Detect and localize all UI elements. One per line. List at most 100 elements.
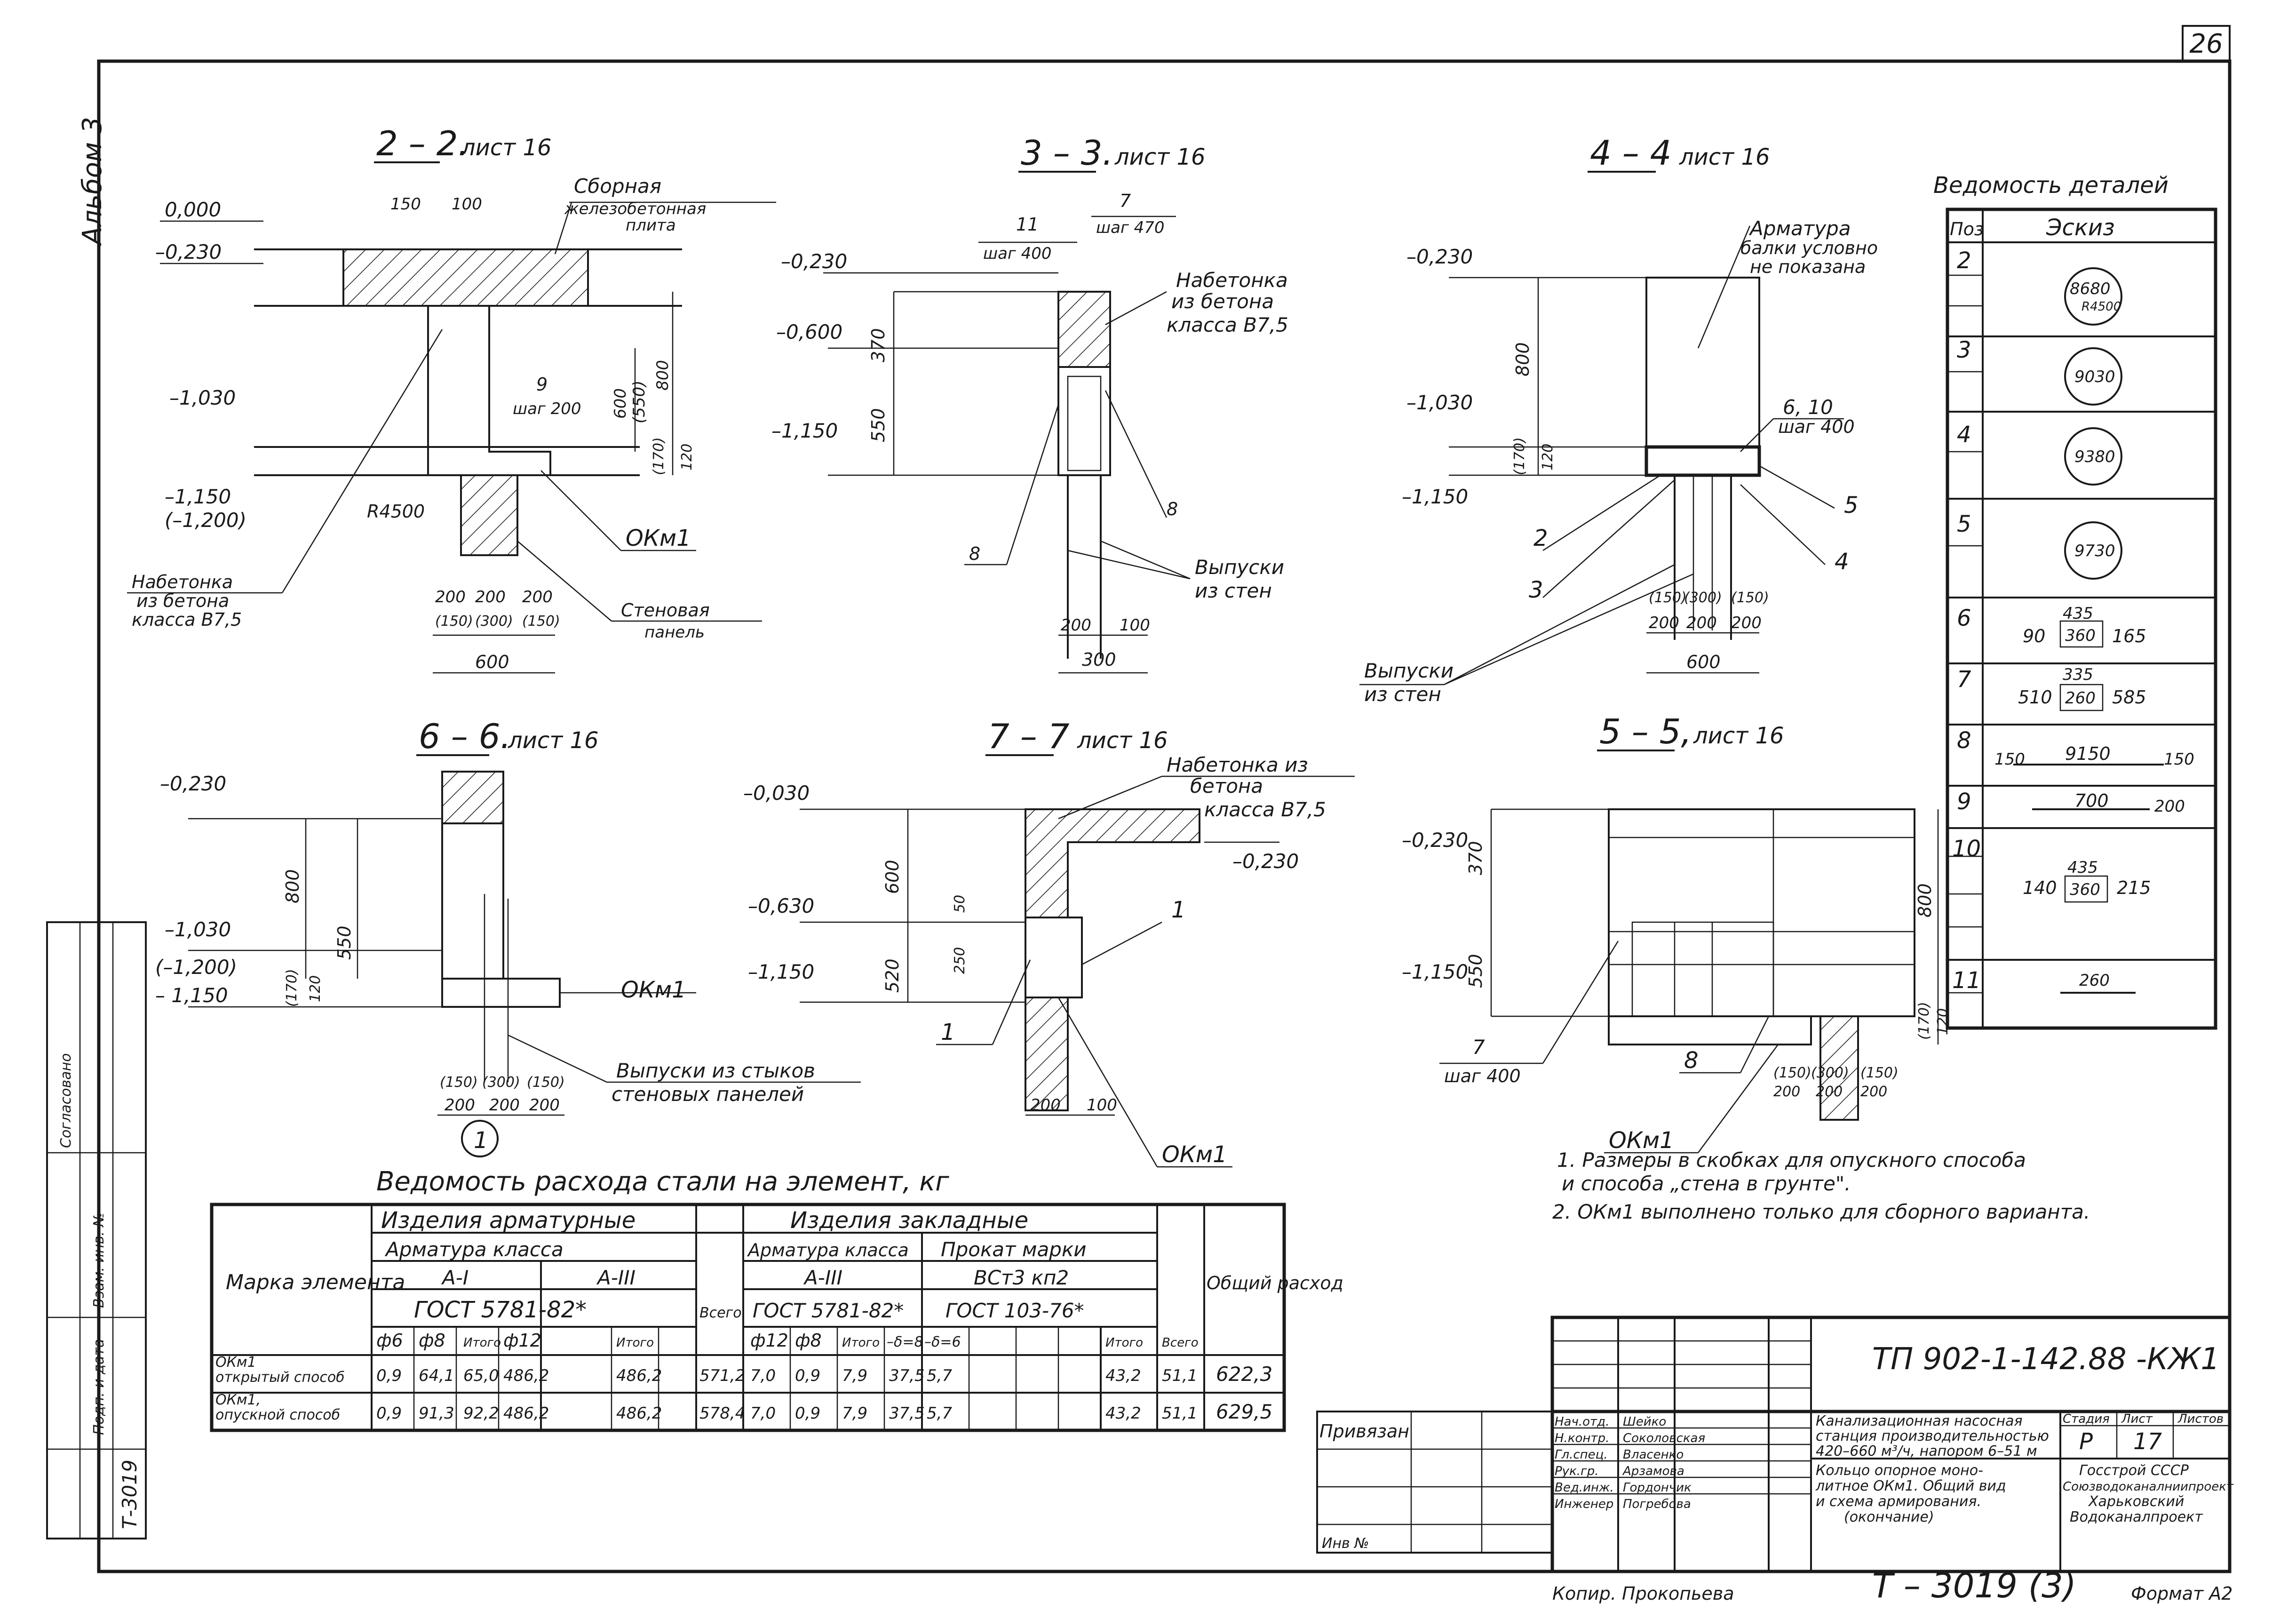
svg-text:9150: 9150 — [2065, 743, 2111, 764]
svg-text:(300): (300) — [475, 613, 513, 630]
svg-text:200: 200 — [445, 1096, 475, 1115]
svg-text:(300): (300) — [482, 1074, 520, 1091]
svg-text:(150): (150) — [1860, 1065, 1899, 1081]
svg-text:8: 8 — [1957, 727, 1971, 754]
svg-text:–1,150: –1,150 — [748, 960, 814, 983]
svg-text:–1,030: –1,030 — [169, 386, 236, 409]
svg-text:литное ОКм1. Общий вид: литное ОКм1. Общий вид — [1815, 1478, 2006, 1494]
svg-text:(окончание): (окончание) — [1844, 1509, 1934, 1525]
steel-cell: 622,3 — [1216, 1363, 1272, 1386]
wall-panel — [460, 474, 518, 556]
steel-cell: 7,0 — [750, 1366, 776, 1385]
svg-text:Привязан: Привязан — [1319, 1421, 1409, 1442]
svg-text:250: 250 — [952, 947, 968, 974]
steel-cell: 64,1 — [419, 1366, 454, 1385]
svg-text:550: 550 — [1465, 954, 1486, 988]
svg-text:7: 7 — [1120, 191, 1131, 211]
steel-cell: 486,2 — [616, 1404, 662, 1423]
svg-text:Погребова: Погребова — [1623, 1497, 1691, 1511]
steel-cell: 0,9 — [795, 1404, 820, 1423]
svg-text:3: 3 — [1529, 577, 1543, 603]
svg-text:200: 200 — [1731, 614, 1762, 632]
svg-text:3 – 3.: 3 – 3. — [1021, 133, 1113, 173]
svg-text:9380: 9380 — [2074, 447, 2115, 466]
svg-text:9730: 9730 — [2074, 542, 2115, 560]
details-title: Ведомость деталей — [1933, 172, 2169, 199]
album-code: Т – 3019 (3) — [1872, 1566, 2076, 1605]
svg-text:100: 100 — [1120, 616, 1150, 635]
svg-text:150: 150 — [2164, 750, 2194, 769]
svg-text:–1,150: –1,150 — [1402, 485, 1468, 508]
section-7-7: 7 – 7 лист 16 –0,030 –0,230 –0,630 –1,15… — [743, 717, 1355, 1168]
svg-text:7: 7 — [1957, 666, 1971, 693]
svg-text:ф8: ф8 — [419, 1330, 445, 1351]
svg-text:Кольцо опорное моно-: Кольцо опорное моно- — [1816, 1462, 1983, 1479]
svg-text:435: 435 — [2063, 604, 2093, 623]
svg-text:Марка элемента: Марка элемента — [226, 1270, 405, 1294]
svg-text:17: 17 — [2133, 1428, 2162, 1455]
svg-text:200: 200 — [522, 588, 553, 606]
svg-text:Союзводоканалниипроект: Союзводоканалниипроект — [2063, 1480, 2234, 1494]
svg-text:800: 800 — [1915, 883, 1935, 917]
svg-text:370: 370 — [1465, 841, 1486, 875]
svg-text:А-I: А-I — [441, 1266, 469, 1289]
svg-text:(–1,200): (–1,200) — [165, 509, 246, 532]
svg-text:420–660 м³/ч, напором 6–51 м: 420–660 м³/ч, напором 6–51 м — [1816, 1443, 2037, 1459]
svg-text:Гл.спец.: Гл.спец. — [1555, 1448, 1608, 1462]
steel-row-mark: открытый способ — [215, 1369, 345, 1386]
steel-cell: 51,1 — [1162, 1404, 1198, 1423]
svg-text:370: 370 — [868, 328, 889, 362]
steel-cell: 0,9 — [795, 1366, 820, 1385]
svg-text:Гордончик: Гордончик — [1623, 1481, 1692, 1495]
svg-text:100: 100 — [452, 195, 482, 214]
svg-text:9: 9 — [1957, 789, 1971, 815]
svg-text:– 1,150: – 1,150 — [155, 984, 228, 1007]
steel-cell: 7,9 — [842, 1366, 867, 1385]
steel-row-mark: опускной способ — [215, 1407, 340, 1423]
svg-text:11: 11 — [1952, 967, 1981, 994]
steel-cell: 486,2 — [616, 1366, 662, 1385]
ring-base — [1608, 1015, 1812, 1045]
svg-text:200: 200 — [1030, 1096, 1061, 1115]
section-3-3: 3 – 3. лист 16 –0,230 –0,600 –1,150 370 … — [771, 133, 1288, 674]
svg-text:Госстрой СССР: Госстрой СССР — [2079, 1462, 2189, 1479]
sheet-number: 26 — [2189, 29, 2223, 59]
svg-text:Лист: Лист — [2121, 1412, 2153, 1426]
svg-text:150: 150 — [1994, 750, 2025, 769]
svg-text:класса В7,5: класса В7,5 — [132, 609, 242, 630]
svg-text:1: 1 — [941, 1019, 955, 1045]
steel-cell: 92,2 — [463, 1404, 499, 1423]
svg-text:–0,230: –0,230 — [1402, 829, 1468, 852]
steel-cell: 486,2 — [503, 1404, 549, 1423]
svg-text:ф12: ф12 — [750, 1330, 788, 1351]
svg-text:ГОСТ 5781-82*: ГОСТ 5781-82* — [414, 1297, 587, 1323]
section-6-6: 6 – 6. лист 16 –0,230 –1,030 (–1,200) – … — [155, 717, 861, 1157]
svg-text:(150): (150) — [527, 1074, 565, 1091]
detail-marker — [461, 1120, 499, 1157]
svg-text:–0,230: –0,230 — [1406, 245, 1473, 268]
svg-text:1: 1 — [1171, 897, 1186, 923]
steel-cell: 0,9 — [376, 1366, 402, 1385]
svg-text:6 – 6.: 6 – 6. — [419, 717, 511, 756]
svg-text:1: 1 — [474, 1127, 488, 1154]
svg-text:7 – 7: 7 – 7 — [988, 717, 1070, 756]
side-stamp: Т-3019 Подп. и дата Взам. инв. № Согласо… — [46, 921, 147, 1539]
svg-text:200: 200 — [1061, 616, 1091, 635]
steel-cell: 0,9 — [376, 1404, 402, 1423]
svg-text:(150): (150) — [1731, 590, 1769, 606]
svg-text:260: 260 — [2065, 689, 2096, 708]
svg-text:–0,230: –0,230 — [1232, 850, 1299, 873]
svg-text:360: 360 — [2070, 880, 2100, 899]
svg-text:(170): (170) — [1916, 1002, 1932, 1040]
svg-text:600: 600 — [1686, 652, 1721, 672]
svg-text:станция производительностью: станция производительностью — [1816, 1428, 2049, 1444]
svg-text:Листов: Листов — [2177, 1412, 2224, 1426]
svg-text:Арматура: Арматура — [1748, 217, 1851, 240]
svg-text:Выпуски из стыков: Выпуски из стыков — [616, 1059, 815, 1082]
svg-text:585: 585 — [2112, 687, 2146, 708]
svg-text:510: 510 — [2018, 687, 2052, 708]
svg-text:215: 215 — [2117, 877, 2151, 898]
svg-text:9: 9 — [536, 374, 548, 395]
svg-text:Инв №: Инв № — [1322, 1535, 1369, 1552]
